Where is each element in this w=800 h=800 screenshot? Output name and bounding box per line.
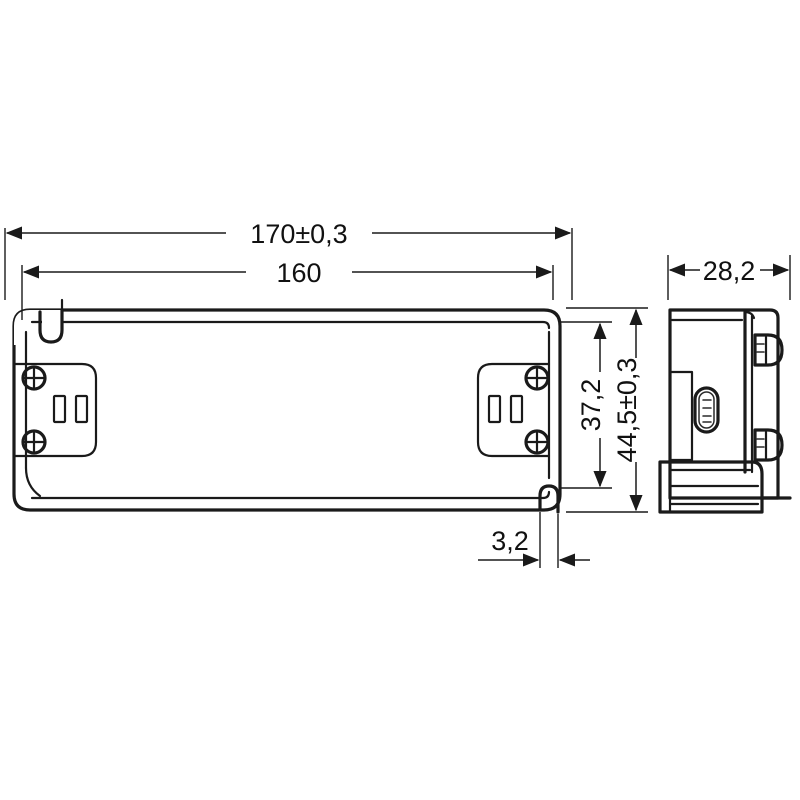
side-view (658, 308, 792, 514)
side-top-corner (743, 310, 756, 320)
screw-left-top (21, 365, 47, 391)
dim-label-44-5: 44,5±0,3 (612, 358, 642, 463)
screw-cross-slot (526, 367, 548, 389)
dimension-body-height: 37,2 (560, 321, 612, 489)
dimension-notch-offset: 3,2 (478, 512, 590, 568)
screw-left-bottom (21, 429, 47, 455)
dim-label-170: 170±0,3 (250, 219, 347, 249)
dimension-hole-spacing: 160 (21, 258, 554, 320)
keyhole-notch-right (538, 484, 560, 514)
terminal-slot-4 (509, 394, 524, 424)
bracket-right-plate (476, 362, 551, 458)
cable-strain-relief (693, 386, 720, 434)
strain-relief-outer (693, 386, 720, 434)
terminal-slot-1 (52, 394, 67, 424)
screw-cross-slot (526, 431, 548, 453)
lid-bottom-edge (30, 490, 551, 500)
bracket-left-plate (12, 362, 98, 458)
dim-label-28-2: 28,2 (703, 256, 756, 286)
strain-relief-inner (698, 391, 715, 429)
clip-lower-ribs (756, 438, 765, 448)
screw-right-bottom (524, 429, 550, 455)
dim-label-3-2: 3,2 (491, 526, 529, 556)
keyhole-notch-left-fill (14, 310, 62, 345)
left-inner-wall-lower (24, 466, 42, 498)
clip-upper-ribs (756, 343, 765, 353)
terminal-slot-2 (74, 394, 89, 424)
screw-right-top (524, 365, 550, 391)
screw-cross-slot (23, 431, 45, 453)
clip-lower-body (753, 428, 784, 462)
strain-relief-ribs (702, 399, 712, 423)
dim-label-160: 160 (276, 258, 321, 288)
mounting-bracket-right (476, 362, 551, 458)
mounting-clip-upper (753, 333, 784, 367)
screw-cross-slot (23, 367, 45, 389)
mounting-clip-lower (753, 428, 784, 462)
dimension-overall-height: 44,5±0,3 (566, 307, 648, 513)
side-body-outline (668, 308, 780, 500)
front-view (12, 298, 562, 514)
dimension-depth: 28,2 (667, 255, 791, 300)
dimension-overall-length: 170±0,3 (4, 219, 573, 300)
lid-top-edge (30, 320, 551, 330)
dim-label-37-2: 37,2 (576, 379, 606, 432)
side-recess-region (668, 370, 694, 462)
clip-upper-body (753, 333, 784, 367)
mounting-foot (658, 460, 792, 514)
keyhole-notch-left (38, 308, 64, 344)
mounting-bracket-left (12, 362, 98, 458)
terminal-slot-3 (487, 394, 502, 424)
